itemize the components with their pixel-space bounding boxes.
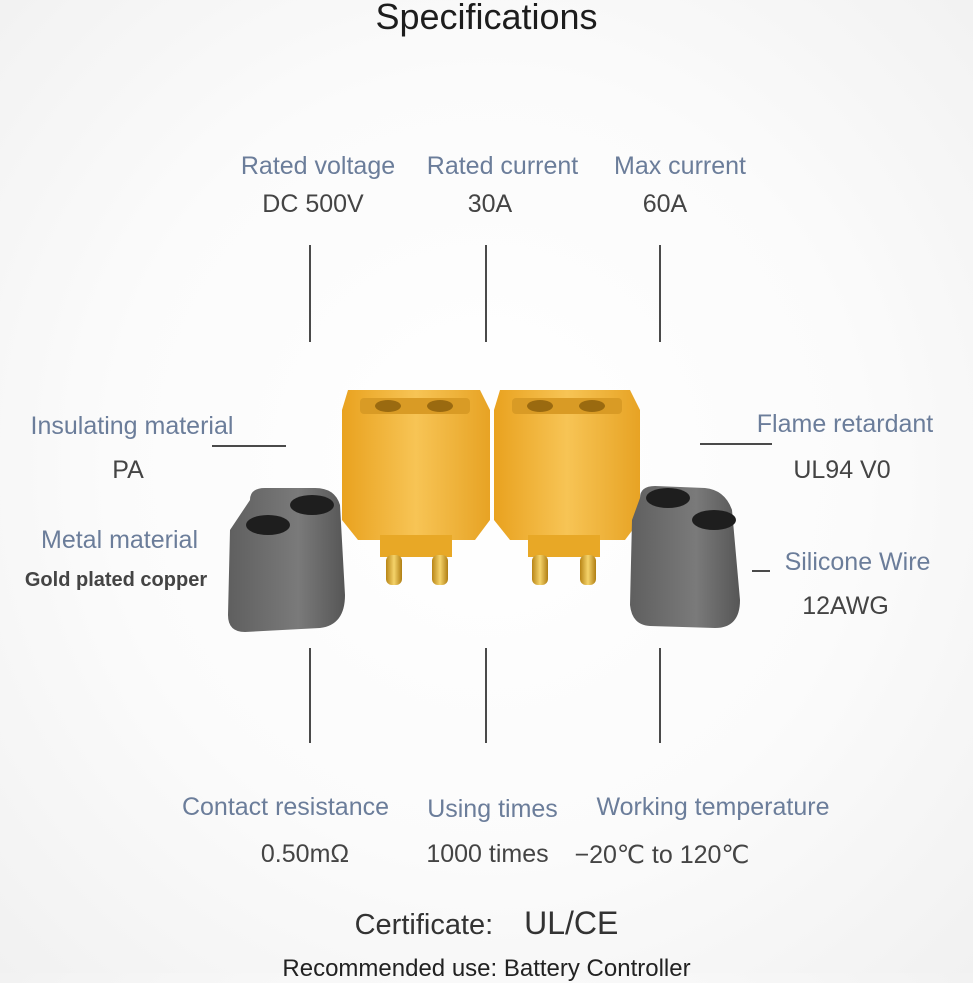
certificate-value: UL/CE: [524, 905, 619, 941]
connector-photo: [228, 390, 740, 632]
working-temperature-value: −20℃ to 120℃: [574, 841, 750, 869]
using-times-label: Using times: [427, 795, 558, 823]
rated-current-leader-line: [485, 245, 487, 342]
insulating-material-value: PA: [112, 456, 144, 484]
using-times-value: 1000 times: [426, 840, 549, 868]
right-connector: [494, 390, 640, 585]
max-current-label: Max current: [614, 152, 746, 180]
metal-material-label: Metal material: [41, 526, 198, 554]
certificate-row: Certificate: UL/CE: [0, 905, 973, 942]
rated-voltage-value: DC 500V: [262, 190, 364, 218]
contact-resistance-label: Contact resistance: [181, 793, 390, 821]
working-temperature-label: Working temperature: [596, 793, 830, 821]
working-temperature-leader-line: [659, 648, 661, 743]
page-title: Specifications: [375, 0, 598, 37]
silicone-wire-leader-line: [752, 570, 770, 572]
insulating-material-leader-line: [212, 445, 286, 447]
silicone-wire-value: 12AWG: [802, 592, 889, 620]
max-current-leader-line: [659, 245, 661, 342]
insulating-material-label: Insulating material: [30, 412, 234, 440]
recommended-use: Recommended use: Battery Controller: [282, 955, 691, 982]
rated-voltage-leader-line: [309, 245, 311, 342]
metal-material-value: Gold plated copper: [24, 569, 208, 591]
rated-current-label: Rated current: [426, 152, 579, 180]
flame-retardant-value: UL94 V0: [793, 456, 891, 484]
flame-retardant-label: Flame retardant: [756, 410, 934, 438]
left-cable-cap: [228, 488, 345, 632]
flame-retardant-leader-line: [700, 443, 772, 445]
left-connector: [342, 390, 490, 585]
certificate-label: Certificate:: [354, 909, 494, 941]
silicone-wire-label: Silicone Wire: [784, 548, 931, 576]
max-current-value: 60A: [642, 190, 688, 218]
right-cable-cap: [630, 486, 740, 628]
rated-current-value: 30A: [467, 190, 513, 218]
contact-resistance-value: 0.50mΩ: [260, 840, 350, 868]
using-times-leader-line: [485, 648, 487, 743]
rated-voltage-label: Rated voltage: [240, 152, 396, 180]
contact-resistance-leader-line: [309, 648, 311, 743]
